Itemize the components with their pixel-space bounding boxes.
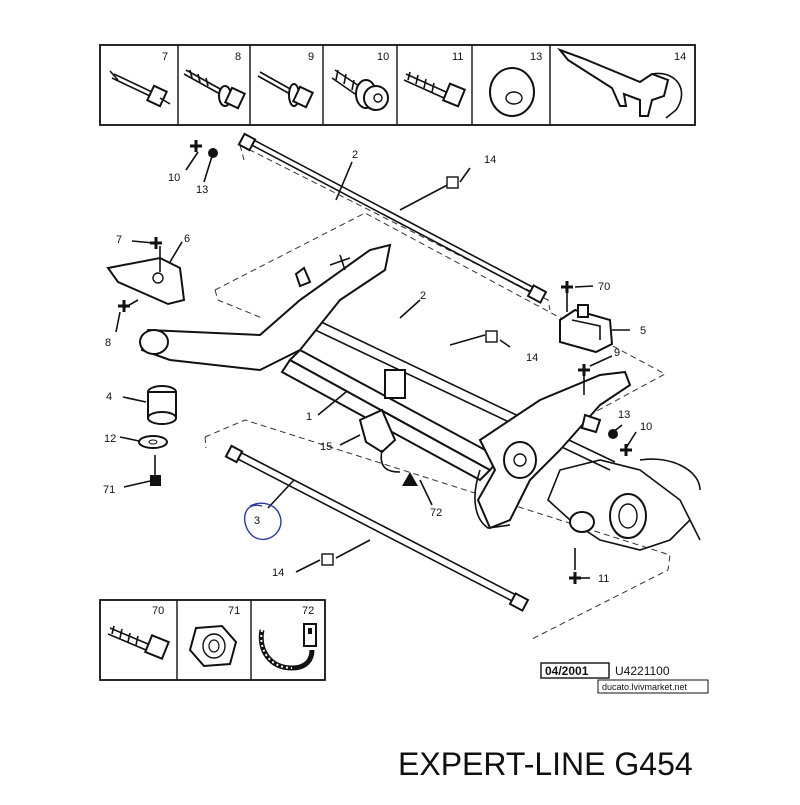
wheel-hub-knuckle — [547, 458, 701, 551]
top-box-num: 13 — [530, 51, 542, 63]
top-box-num: 10 — [377, 51, 389, 63]
callout-5: 5 — [640, 325, 646, 337]
bolt-washer-icon — [257, 71, 315, 109]
square-markers — [150, 176, 498, 566]
mount-bracket — [106, 256, 186, 306]
hex-bolt-icon — [403, 71, 467, 108]
right-trailing-arm — [474, 370, 632, 530]
callout-10-right: 10 — [640, 421, 652, 433]
bolt-icon — [109, 70, 171, 108]
nut-bolt-icon — [331, 69, 389, 111]
reference-code: U4221100 — [615, 664, 670, 678]
bottom-box-num: 71 — [228, 605, 240, 617]
silentblock-mount — [559, 304, 614, 354]
dashed-panels — [204, 144, 671, 641]
cable-tie-icon — [258, 623, 317, 671]
top-box-num: 14 — [674, 51, 686, 63]
bottom-box-num: 70 — [152, 605, 164, 617]
callout-6: 6 — [184, 233, 190, 245]
top-box-num: 8 — [235, 51, 241, 63]
callout-1: 1 — [306, 411, 312, 423]
round-washer-icon — [489, 67, 535, 117]
callout-10-left: 10 — [168, 172, 180, 184]
left-trailing-arm — [139, 243, 392, 372]
hex-nut-icon — [188, 624, 238, 668]
hand-circle-annotation — [243, 502, 282, 541]
stabilizer-bar-lower — [224, 444, 530, 612]
bottom-parts-strip: 70 71 72 — [99, 599, 326, 681]
callout-7: 7 — [116, 234, 122, 246]
callout-72: 72 — [430, 507, 442, 519]
footer-codes: 04/2001 U4221100 ducato.lvivmarket.net — [540, 662, 709, 694]
long-bolt-icon — [107, 625, 171, 661]
callout-2-middle: 2 — [420, 290, 426, 302]
callout-15: 15 — [320, 441, 332, 453]
product-label: EXPERT-LINE G454 — [398, 746, 693, 782]
callout-labels: 2 14 10 13 7 6 8 4 12 71 2 14 1 15 72 70… — [103, 149, 652, 585]
bottom-box-num: 72 — [302, 605, 314, 617]
top-box-num: 7 — [162, 51, 168, 63]
top-parts-strip: 7 8 9 10 11 13 14 — [99, 44, 696, 126]
leader-lines — [115, 151, 637, 579]
plus-markers — [118, 140, 632, 584]
bushing — [147, 385, 177, 425]
top-box-num: 9 — [308, 51, 314, 63]
callout-70-right: 70 — [598, 281, 610, 293]
flange-bolt-icon — [183, 69, 247, 110]
callout-14-middle: 14 — [526, 352, 538, 364]
callout-3: 3 — [254, 515, 260, 527]
top-box-num: 11 — [452, 51, 463, 63]
callout-2-upper: 2 — [352, 149, 358, 161]
stabilizer-bar-upper — [237, 132, 548, 304]
callout-13-right: 13 — [618, 409, 630, 421]
bracket-clip-icon — [556, 47, 683, 119]
callout-4: 4 — [106, 391, 112, 403]
callout-12: 12 — [104, 433, 116, 445]
callout-14-upper: 14 — [484, 154, 496, 166]
triangle-marker — [402, 472, 418, 486]
callout-8: 8 — [105, 337, 111, 349]
callout-14-lower: 14 — [272, 567, 284, 579]
dot-markers — [208, 148, 618, 439]
washer-12 — [138, 435, 168, 449]
callout-71-left: 71 — [103, 484, 115, 496]
watermark-site: ducato.lvivmarket.net — [602, 682, 688, 692]
callout-11: 11 — [598, 573, 609, 585]
callout-13-left: 13 — [196, 184, 208, 196]
callout-9: 9 — [614, 347, 620, 359]
axle-tube — [280, 348, 502, 482]
date-code: 04/2001 — [545, 664, 589, 678]
